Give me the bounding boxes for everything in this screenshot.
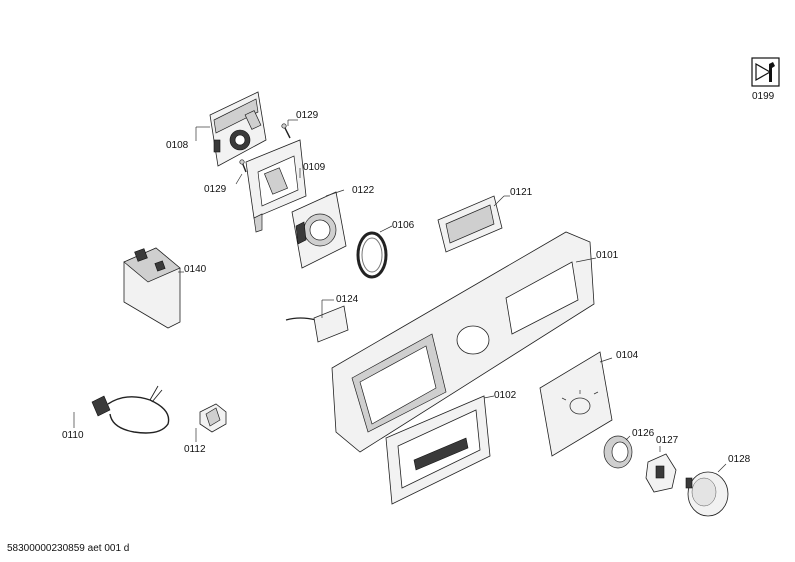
display-0106 — [437, 195, 503, 253]
ring-0121 — [356, 231, 388, 279]
label-0102: 0102 — [494, 390, 517, 401]
selector-housing-0122 — [291, 191, 347, 269]
label-0129-bottom: 0129 — [204, 184, 227, 195]
sensor-cable-0124 — [285, 305, 349, 343]
drawer-handle-0102 — [385, 395, 491, 505]
knob-cap-0128 — [685, 471, 729, 517]
label-0140: 0140 — [184, 264, 207, 275]
label-0128: 0128 — [728, 454, 751, 465]
label-0126: 0126 — [632, 428, 655, 439]
label-0127: 0127 — [656, 435, 679, 446]
service-tool-icon — [751, 57, 780, 87]
control-board-0108 — [209, 91, 267, 167]
label-0121: 0106 — [392, 220, 415, 231]
label-0112: 0112 — [184, 444, 206, 455]
clip-0112 — [199, 403, 227, 433]
document-id: 58300000230859 aet 001 d — [7, 543, 130, 554]
label-0101: 0101 — [596, 250, 619, 261]
label-0108: 0108 — [166, 140, 189, 151]
screw-0129-top — [281, 123, 291, 139]
knob-core-0127 — [645, 453, 677, 493]
screw-0129-bottom — [239, 159, 247, 173]
label-0124: 0124 — [336, 294, 359, 305]
power-cable-0110 — [91, 385, 170, 434]
bracket-0109 — [245, 139, 307, 233]
electronic-module-0140 — [123, 247, 181, 329]
control-panel-0101 — [331, 231, 595, 453]
knob-ring-0126 — [603, 435, 633, 469]
label-0106: 0121 — [510, 187, 533, 198]
label-0104: 0104 — [616, 350, 639, 361]
label-0122: 0122 — [352, 185, 375, 196]
label-0129-top: 0129 — [296, 110, 319, 121]
label-0109: 0109 — [303, 162, 326, 173]
label-0199: 0199 — [752, 91, 775, 102]
cover-plate-0104 — [539, 351, 613, 457]
label-0110: 0110 — [62, 430, 84, 441]
